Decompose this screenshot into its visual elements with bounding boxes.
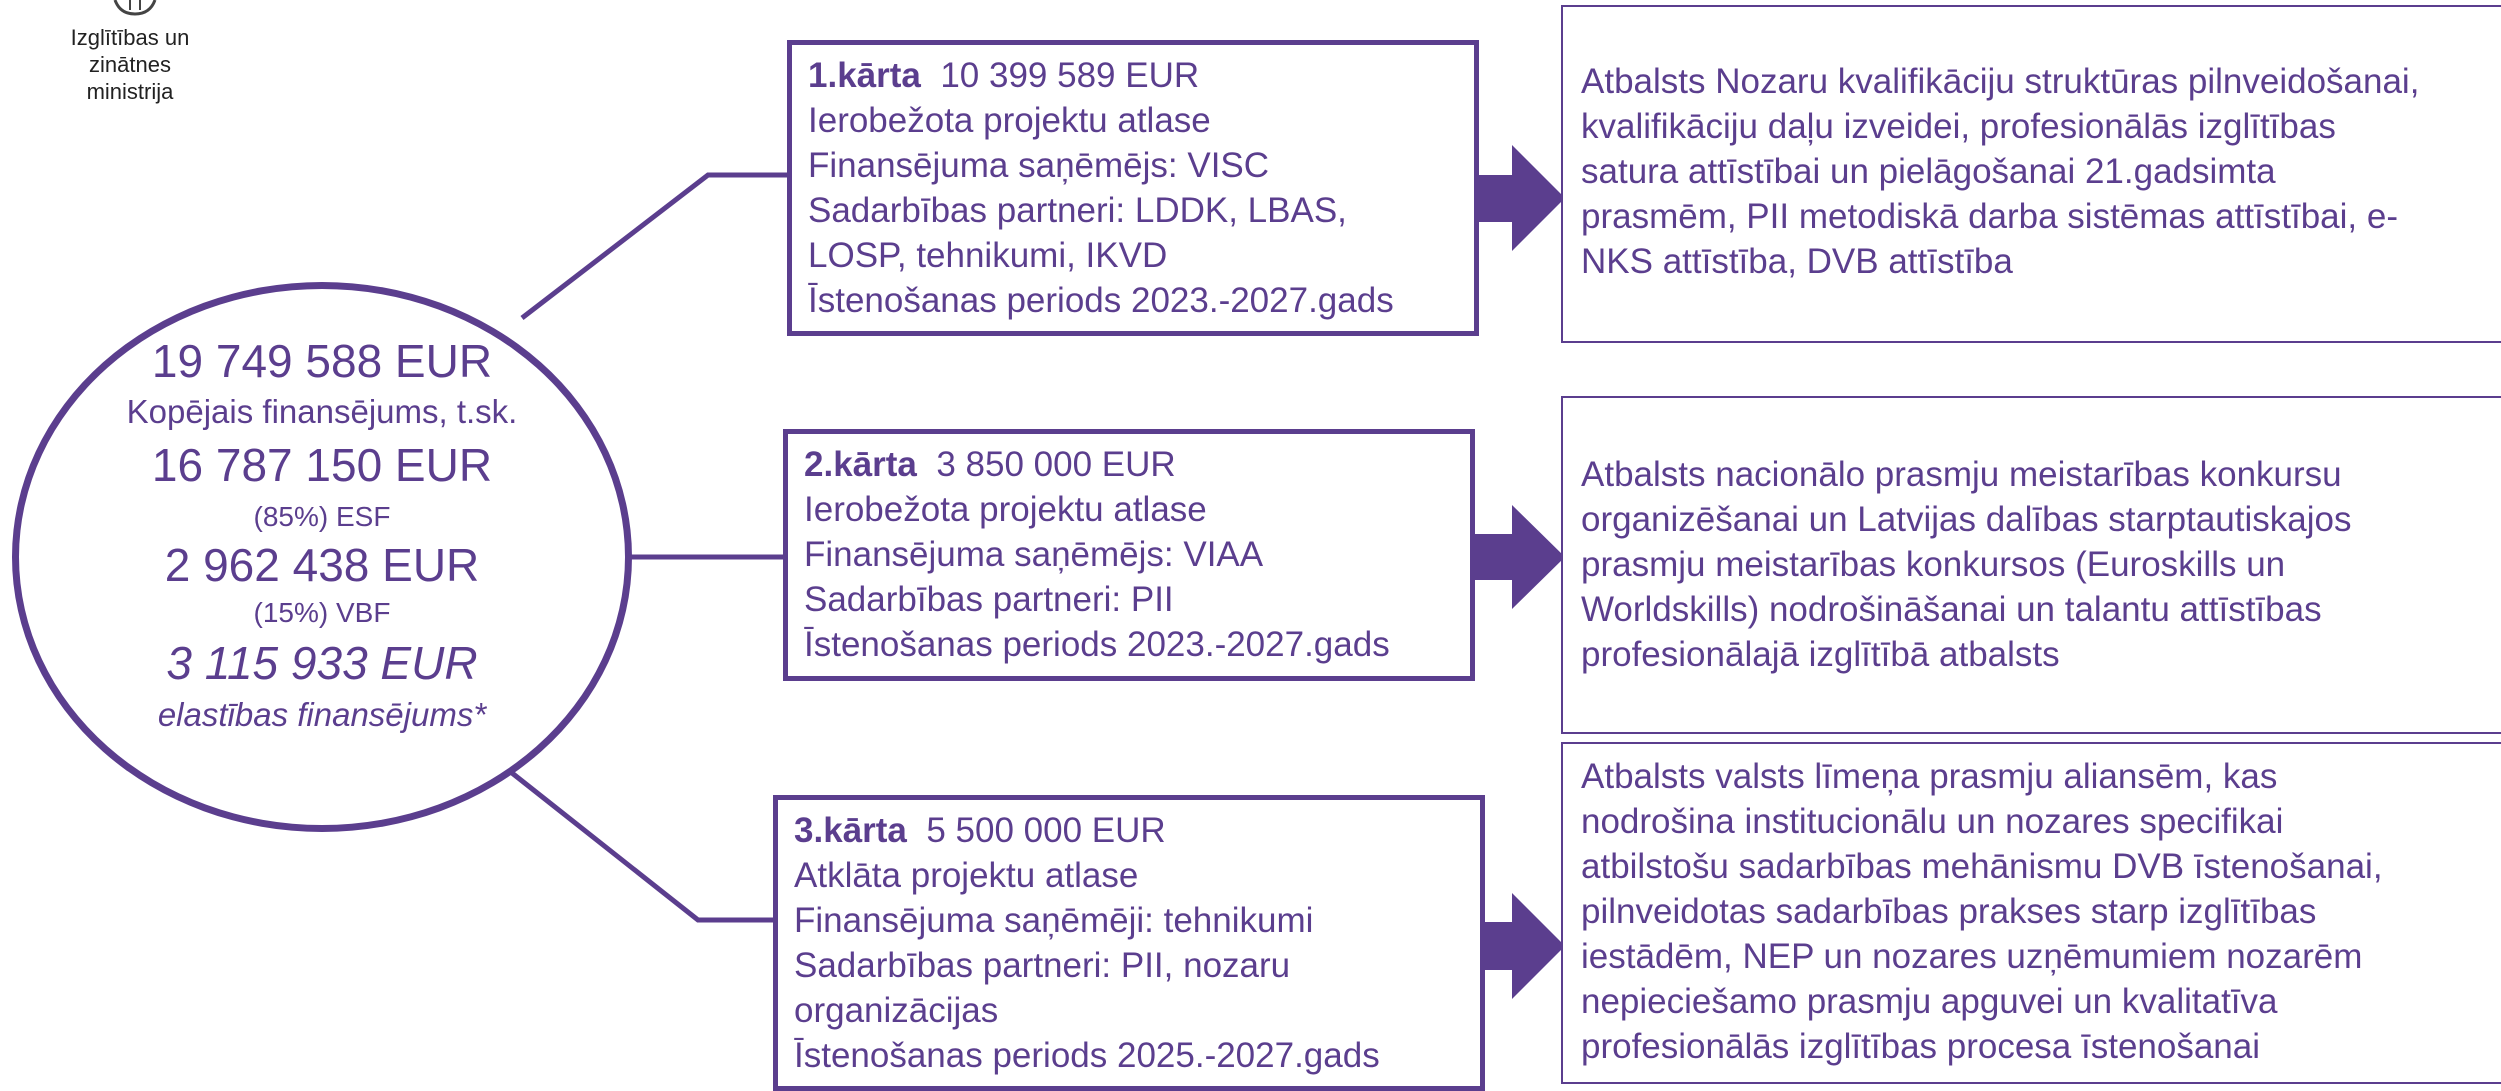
round-3-line: Sadarbības partneri: PII, nozaru	[794, 946, 1291, 985]
arrow-icon-3	[1452, 893, 1565, 999]
round-2-title: 2.kārta	[804, 445, 917, 484]
round-1-box: 1.kārta 10 399 589 EUR Ierobežota projek…	[787, 40, 1479, 336]
round-3-description-line: nodrošina institucionālu un nozares spec…	[1581, 802, 2284, 841]
logo-line-2: ministrija	[86, 79, 174, 104]
round-3-description-line: pilnveidotas sadarbības prakses starp iz…	[1581, 892, 2317, 931]
round-1-line: LOSP, tehnikumi, IKVD	[808, 236, 1168, 275]
total-label: Kopējais finansējums, t.sk.	[126, 393, 518, 430]
round-3-description-line: atbilstošu sadarbības mehānismu DVB īste…	[1581, 847, 2383, 886]
round-1-description-line: kvalifikāciju daļu izveidei, profesionāl…	[1581, 107, 2336, 146]
round-3-description-line: nepieciešamo prasmju apguvei un kvalitat…	[1581, 982, 2278, 1021]
round-3-description: Atbalsts valsts līmeņa prasmju aliansēm,…	[1561, 742, 2501, 1084]
round-3-line: organizācijas	[794, 991, 999, 1030]
round-1-description-line: satura attīstībai un pielāgošanai 21.gad…	[1581, 152, 2276, 191]
round-2-description: Atbalsts nacionālo prasmju meistarības k…	[1561, 396, 2501, 734]
flex-label: elastības finansējums*	[157, 696, 487, 733]
esf-amount: 16 787 150 EUR	[151, 439, 493, 491]
connector-round-1	[520, 172, 790, 320]
flex-amount: 3 115 933 EUR	[166, 637, 478, 689]
connector-round-3	[510, 771, 776, 923]
round-1-line: Ierobežota projektu atlase	[808, 101, 1211, 140]
round-2-line: Īstenošanas periods 2023.-2027.gads	[804, 625, 1390, 664]
round-1-line: Finansējuma saņēmējs: VISC	[808, 146, 1270, 185]
total-amount: 19 749 588 EUR	[151, 335, 493, 387]
round-3-description-line: iestādēm, NEP un nozares uzņēmumiem noza…	[1581, 937, 2363, 976]
arrow-icon-1	[1452, 145, 1565, 251]
round-2-line: Finansējuma saņēmējs: VIAA	[804, 535, 1264, 574]
round-1-description-line: NKS attīstība, DVB attīstība	[1581, 242, 2013, 281]
round-3-box: 3.kārta 5 500 000 EUR Atklāta projektu a…	[773, 795, 1485, 1091]
round-2-line: Sadarbības partneri: PII	[804, 580, 1174, 619]
ministry-logo-text: Izglītības un zinātnes ministrija	[30, 24, 230, 105]
round-3-line: Finansējuma saņēmēji: tehnikumi	[794, 901, 1314, 940]
vbf-amount: 2 962 438 EUR	[164, 539, 480, 591]
round-2-description-line: Worldskills) nodrošināšanai un talantu a…	[1581, 590, 2322, 629]
esf-label: (85%) ESF	[253, 501, 391, 532]
round-3-description-line: Atbalsts valsts līmeņa prasmju aliansēm,…	[1581, 757, 2278, 796]
round-2-description-line: prasmju meistarības konkursos (Euroskill…	[1581, 545, 2286, 584]
vbf-label: (15%) VBF	[253, 597, 391, 628]
round-1-title: 1.kārta	[808, 56, 921, 95]
arrow-icon-2	[1452, 505, 1565, 609]
round-3-description-line: profesionālās izglītības procesa īstenoš…	[1581, 1027, 2261, 1066]
round-1-description-line: prasmēm, PII metodiskā darba sistēmas at…	[1581, 197, 2398, 236]
round-3-line: Īstenošanas periods 2025.-2027.gads	[794, 1036, 1380, 1075]
logo-line-1: Izglītības un zinātnes	[70, 25, 190, 77]
round-2-box: 2.kārta 3 850 000 EUR Ierobežota projekt…	[783, 429, 1475, 681]
ministry-emblem-icon	[113, 0, 157, 16]
round-1-line: Īstenošanas periods 2023.-2027.gads	[808, 281, 1394, 320]
round-3-title: 3.kārta	[794, 811, 907, 850]
round-3-header: 3.kārta 5 500 000 EUR	[794, 808, 1464, 853]
round-3-line: Atklāta projektu atlase	[794, 856, 1139, 895]
round-2-description-line: Atbalsts nacionālo prasmju meistarības k…	[1581, 455, 2342, 494]
round-1-amount: 10 399 589 EUR	[940, 56, 1200, 95]
round-2-line: Ierobežota projektu atlase	[804, 490, 1207, 529]
round-1-description: Atbalsts Nozaru kvalifikāciju struktūras…	[1561, 5, 2501, 343]
round-2-description-line: profesionālajā izglītībā atbalsts	[1581, 635, 2060, 674]
round-2-header: 2.kārta 3 850 000 EUR	[804, 442, 1454, 487]
total-funding-circle	[12, 282, 632, 832]
round-1-line: Sadarbības partneri: LDDK, LBAS,	[808, 191, 1347, 230]
round-2-description-line: organizēšanai un Latvijas dalības starpt…	[1581, 500, 2352, 539]
round-1-header: 1.kārta 10 399 589 EUR	[808, 53, 1458, 98]
round-2-amount: 3 850 000 EUR	[936, 445, 1176, 484]
round-3-amount: 5 500 000 EUR	[926, 811, 1166, 850]
round-1-description-line: Atbalsts Nozaru kvalifikāciju struktūras…	[1581, 62, 2420, 101]
